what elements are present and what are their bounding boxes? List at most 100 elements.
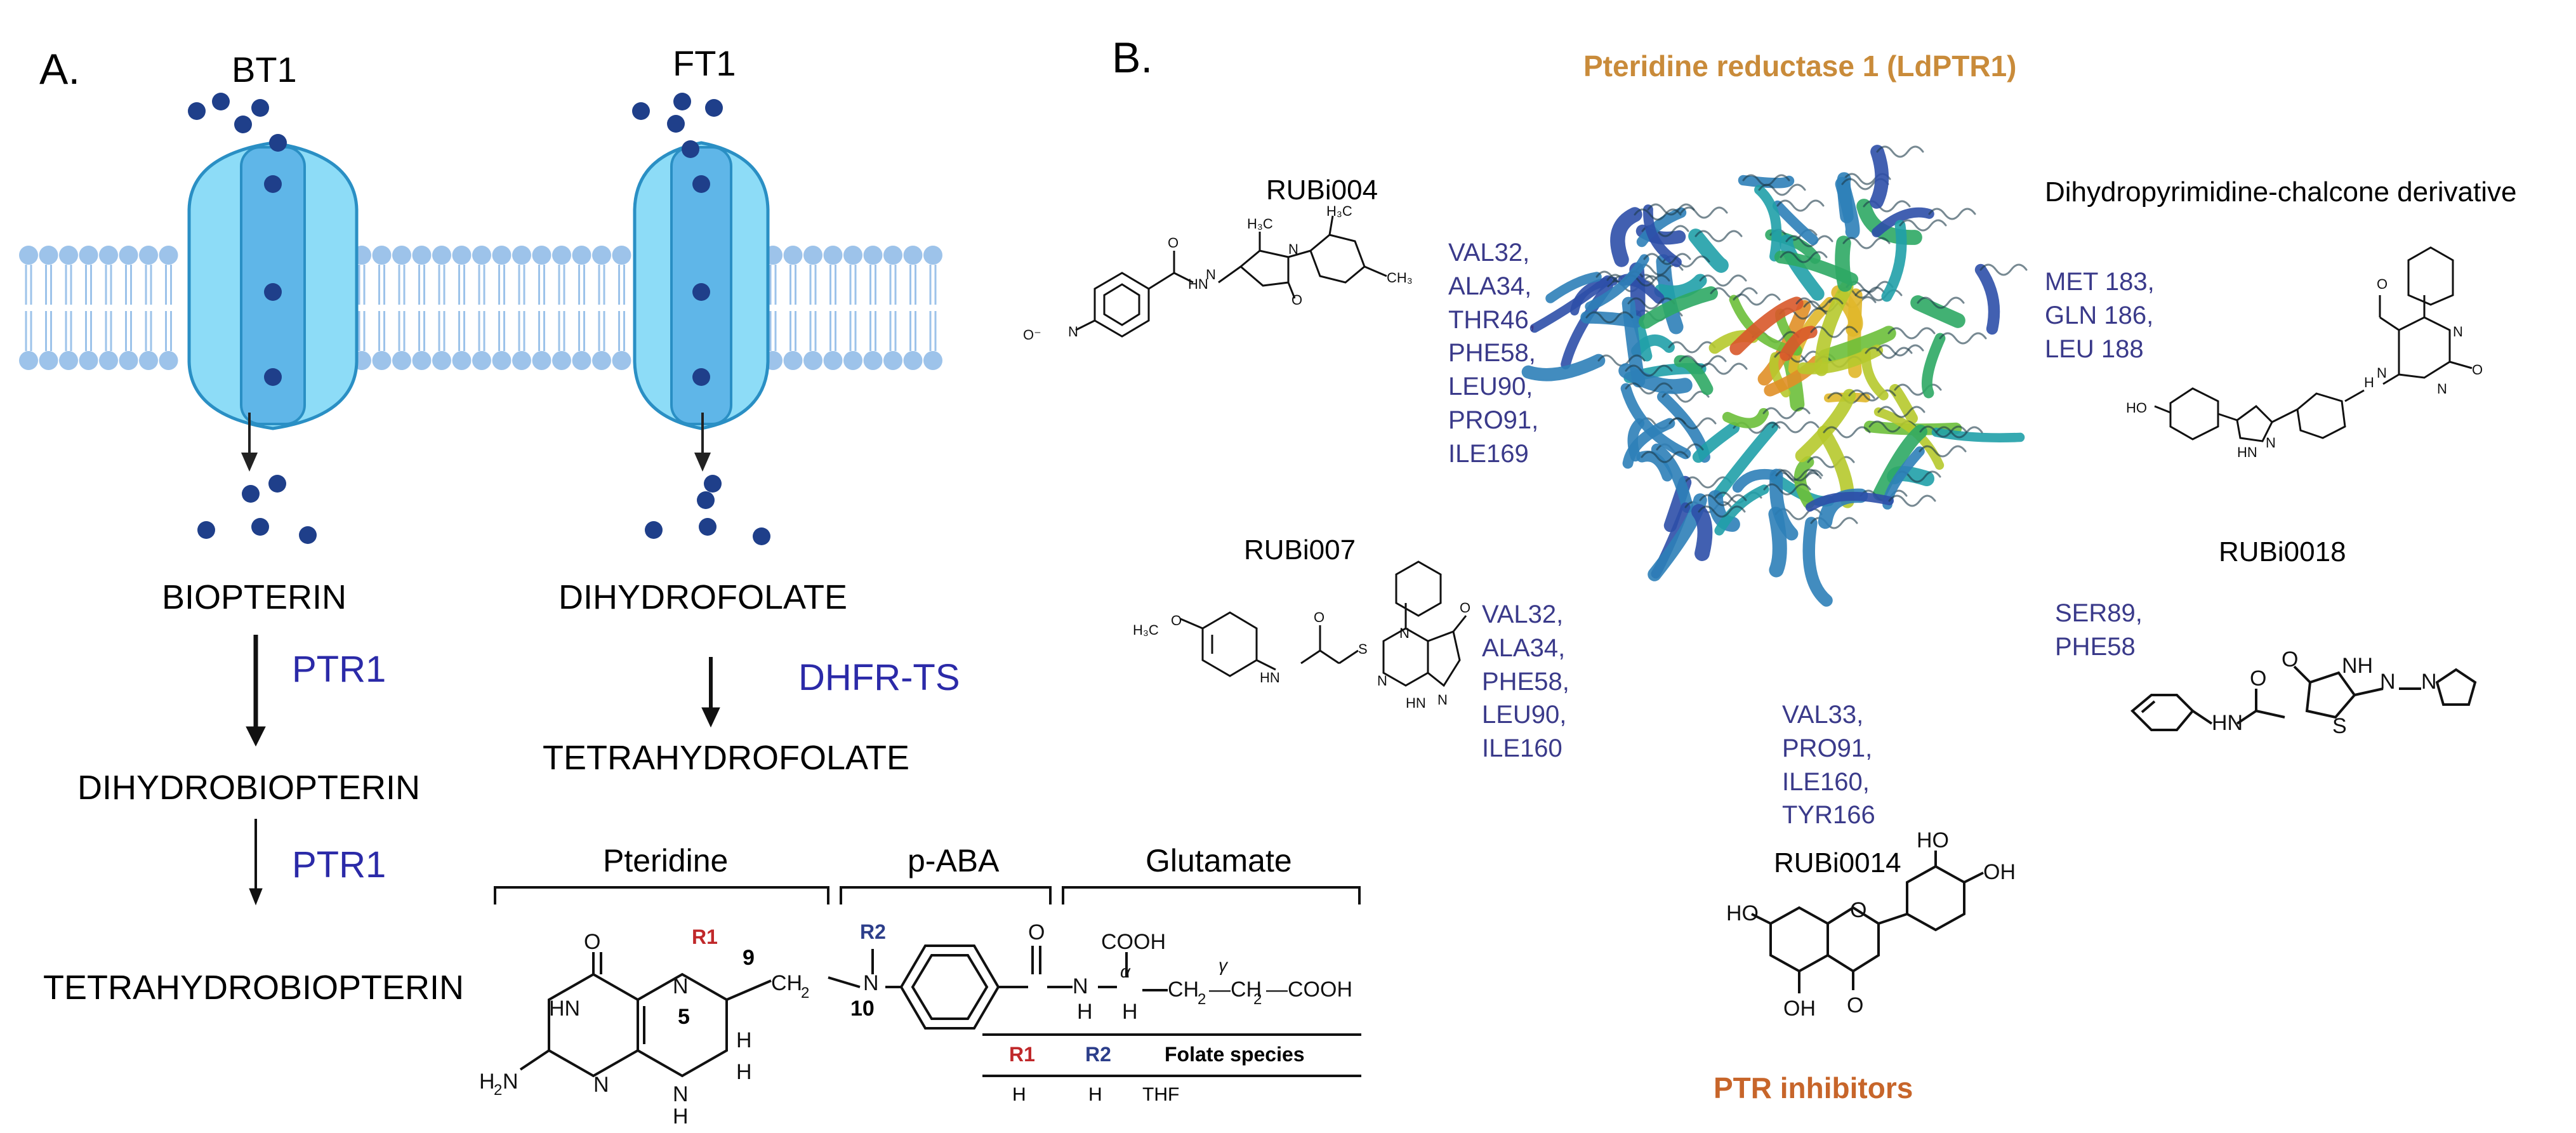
rubi0018-atom-labels: HN O O NH S N N <box>2212 647 2437 738</box>
uptake-arrows <box>241 413 711 472</box>
table-r1-header: R1 <box>1009 1043 1035 1066</box>
svg-text:HN: HN <box>2237 444 2257 460</box>
svg-text:N: N <box>2380 670 2396 694</box>
dhfr-ts-enzyme-label: DHFR-TS <box>798 657 960 698</box>
chalcone-atom-labels: HO HNN HN ON ON <box>2126 276 2483 460</box>
svg-text:N: N <box>673 974 689 998</box>
svg-text:N: N <box>863 971 879 995</box>
rubi0014-name: RUBi0014 <box>1774 847 1901 878</box>
svg-text:H: H <box>2364 374 2374 390</box>
table-r2-header: R2 <box>1085 1043 1111 1066</box>
tetrahydrofolate-label: TETRAHYDROFOLATE <box>543 739 910 777</box>
svg-text:H₃C: H₃C <box>1326 203 1352 219</box>
svg-text:CH: CH <box>1168 977 1199 1002</box>
svg-text:HO: HO <box>2126 400 2147 416</box>
svg-text:α: α <box>1120 962 1131 981</box>
rubi0018-structure <box>2130 665 2477 731</box>
rubi0014-residues: VAL33, PRO91, ILE160, TYR166 <box>1782 701 1875 830</box>
pteridine-header: Pteridine <box>603 843 729 878</box>
svg-text:HO: HO <box>1726 901 1759 925</box>
svg-text:2: 2 <box>1253 991 1262 1008</box>
panel-label-b: B. <box>1112 34 1153 82</box>
ft1-label: FT1 <box>673 43 736 83</box>
pathway-arrows <box>246 635 720 906</box>
glutamate-header: Glutamate <box>1146 843 1292 878</box>
c9-label: 9 <box>743 946 755 970</box>
svg-text:COOH: COOH <box>1101 930 1166 954</box>
svg-text:2: 2 <box>801 984 809 1002</box>
svg-text:H: H <box>736 1060 752 1084</box>
svg-text:O: O <box>1028 920 1045 944</box>
folate-brackets <box>494 886 1361 904</box>
svg-text:N: N <box>2437 381 2447 397</box>
folate-structure <box>519 944 1361 1078</box>
r1-label: R1 <box>692 925 718 948</box>
svg-text:N: N <box>2266 435 2276 451</box>
svg-text:CH: CH <box>771 971 802 995</box>
svg-text:S: S <box>2332 714 2347 738</box>
svg-text:H: H <box>1077 1000 1093 1024</box>
panel-label-a: A. <box>39 45 81 93</box>
table-cell-r1: H <box>1012 1084 1026 1105</box>
svg-text:H: H <box>736 1028 752 1052</box>
svg-text:N: N <box>1399 625 1410 641</box>
svg-text:N: N <box>2377 365 2387 381</box>
svg-text:N: N <box>1073 974 1088 998</box>
svg-text:H: H <box>479 1070 495 1094</box>
table-species-header: Folate species <box>1165 1043 1305 1066</box>
svg-text:H₃C: H₃C <box>1133 622 1159 638</box>
svg-text:—COOH: —COOH <box>1266 977 1352 1002</box>
rubi0018-residues: SER89, PHE58 <box>2055 599 2143 661</box>
svg-text:O: O <box>584 930 600 954</box>
svg-text:γ: γ <box>1219 955 1229 975</box>
chalcone-name: Dihydropyrimidine-chalcone derivative <box>2045 176 2517 208</box>
svg-text:O: O <box>1847 993 1863 1017</box>
svg-text:O: O <box>1850 898 1866 922</box>
svg-text:—CH: —CH <box>1209 977 1262 1002</box>
table-cell-species: THF <box>1142 1084 1180 1105</box>
rubi004-name: RUBi004 <box>1266 175 1378 206</box>
rubi0018-name: RUBi0018 <box>2219 536 2346 567</box>
svg-text:S: S <box>1358 641 1368 657</box>
svg-text:HN: HN <box>2212 711 2243 735</box>
ldptr1-protein-structure <box>1521 145 2028 607</box>
svg-text:NH: NH <box>2342 654 2373 678</box>
ptr-inhibitors-label: PTR inhibitors <box>1714 1071 1913 1104</box>
svg-text:N: N <box>1288 241 1298 257</box>
svg-text:O: O <box>2282 647 2298 672</box>
svg-text:HN: HN <box>1260 670 1280 686</box>
figure-title-ldptr1: Pteridine reductase 1 (LdPTR1) <box>1583 50 2017 83</box>
svg-text:N: N <box>1377 673 1387 689</box>
svg-text:N: N <box>2453 324 2463 340</box>
svg-text:O: O <box>1291 292 1302 308</box>
ptr1-enzyme-label-1: PTR1 <box>292 649 386 690</box>
svg-text:2: 2 <box>494 1082 502 1099</box>
svg-text:O: O <box>1460 600 1470 616</box>
ptr1-enzyme-label-2: PTR1 <box>292 844 386 885</box>
n10-label: 10 <box>850 997 875 1021</box>
lipid-bilayer <box>19 246 942 370</box>
svg-text:N: N <box>593 1073 609 1097</box>
biopterin-label: BIOPTERIN <box>162 578 347 616</box>
rubi004-structure <box>1075 215 1387 338</box>
svg-text:O: O <box>2377 276 2388 292</box>
svg-text:N: N <box>2421 670 2437 694</box>
paba-header: p-ABA <box>908 843 1000 878</box>
svg-text:OH: OH <box>1983 860 2016 884</box>
svg-text:HN: HN <box>1406 695 1426 711</box>
svg-text:OH: OH <box>1783 997 1816 1021</box>
bt1-label: BT1 <box>232 50 297 89</box>
svg-text:O: O <box>1168 235 1179 251</box>
svg-text:HO: HO <box>1917 828 1949 852</box>
svg-text:O: O <box>1314 609 1324 625</box>
svg-text:O: O <box>1171 613 1182 628</box>
dihydrobiopterin-label: DIHYDROBIOPTERIN <box>77 769 421 807</box>
svg-text:H: H <box>673 1104 689 1129</box>
pterin-molecules <box>188 93 770 545</box>
chalcone-structure <box>2154 246 2473 442</box>
svg-text:O: O <box>2250 666 2266 691</box>
